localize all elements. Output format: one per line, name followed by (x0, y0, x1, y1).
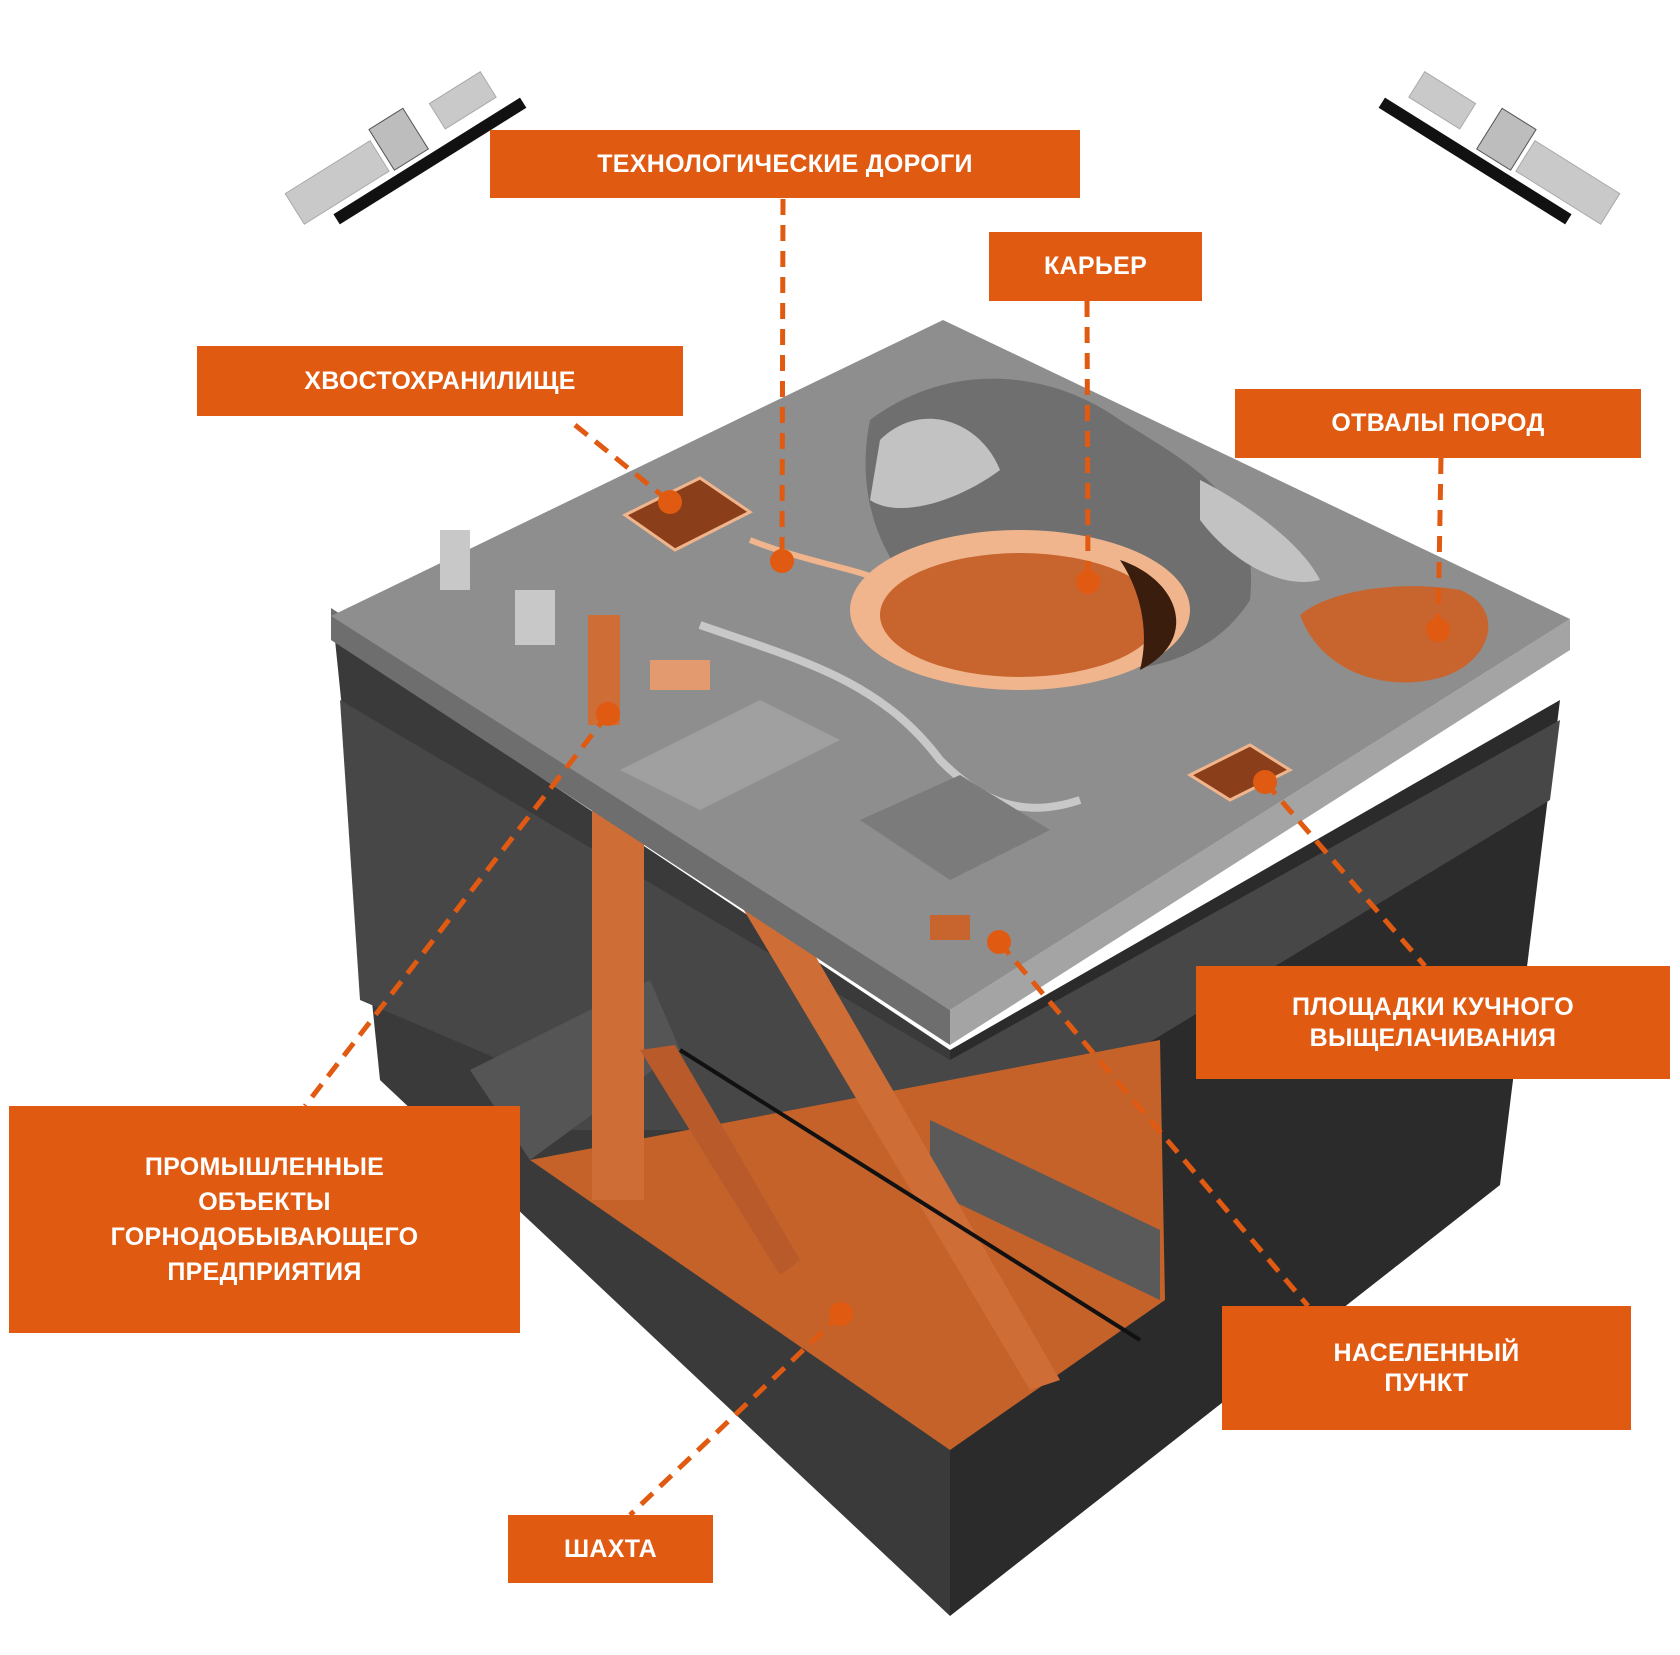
underground-block (335, 640, 1560, 1616)
label-text: ПЛОЩАДКИ КУЧНОГО (1292, 993, 1574, 1021)
label-roads: ТЕХНОЛОГИЧЕСКИЕ ДОРОГИ (490, 130, 1080, 198)
label-text: ПУНКТ (1384, 1369, 1469, 1397)
label-text: ХВОСТОХРАНИЛИЩЕ (304, 366, 576, 395)
label-text: ОТВАЛЫ ПОРОД (1331, 409, 1545, 438)
marker-dots (596, 490, 1450, 1326)
label-text: ТЕХНОЛОГИЧЕСКИЕ ДОРОГИ (597, 149, 973, 178)
satellite-icon (284, 71, 527, 225)
label-waste-dumps: ОТВАЛЫ ПОРОД (1235, 389, 1641, 458)
label-mine: ШАХТА (508, 1515, 713, 1583)
satellite-icon (1378, 71, 1621, 225)
label-text: ШАХТА (563, 1534, 658, 1563)
label-tailings: ХВОСТОХРАНИЛИЩЕ (197, 346, 683, 416)
leader-lines (303, 198, 1444, 1517)
label-quarry: КАРЬЕР (989, 232, 1202, 301)
surface-slab (331, 320, 1570, 1045)
label-text: ВЫЩЕЛАЧИВАНИЯ (1309, 1023, 1557, 1052)
label-text: НАСЕЛЕННЫЙ (1333, 1338, 1520, 1367)
label-text: ПРОМЫШЛЕННЫЕ (144, 1152, 385, 1181)
label-text: ОБЪЕКТЫ (198, 1187, 331, 1216)
label-text: ПРЕДПРИЯТИЯ (167, 1257, 362, 1286)
label-text: КАРЬЕР (1043, 252, 1148, 281)
label-industrial: ПРОМЫШЛЕННЫЕ ОБЪЕКТЫ ГОРНОДОБЫВАЮЩЕГО ПРЕДП… (9, 1106, 520, 1333)
label-text: ГОРНОДОБЫВАЮЩЕГО (110, 1222, 419, 1251)
